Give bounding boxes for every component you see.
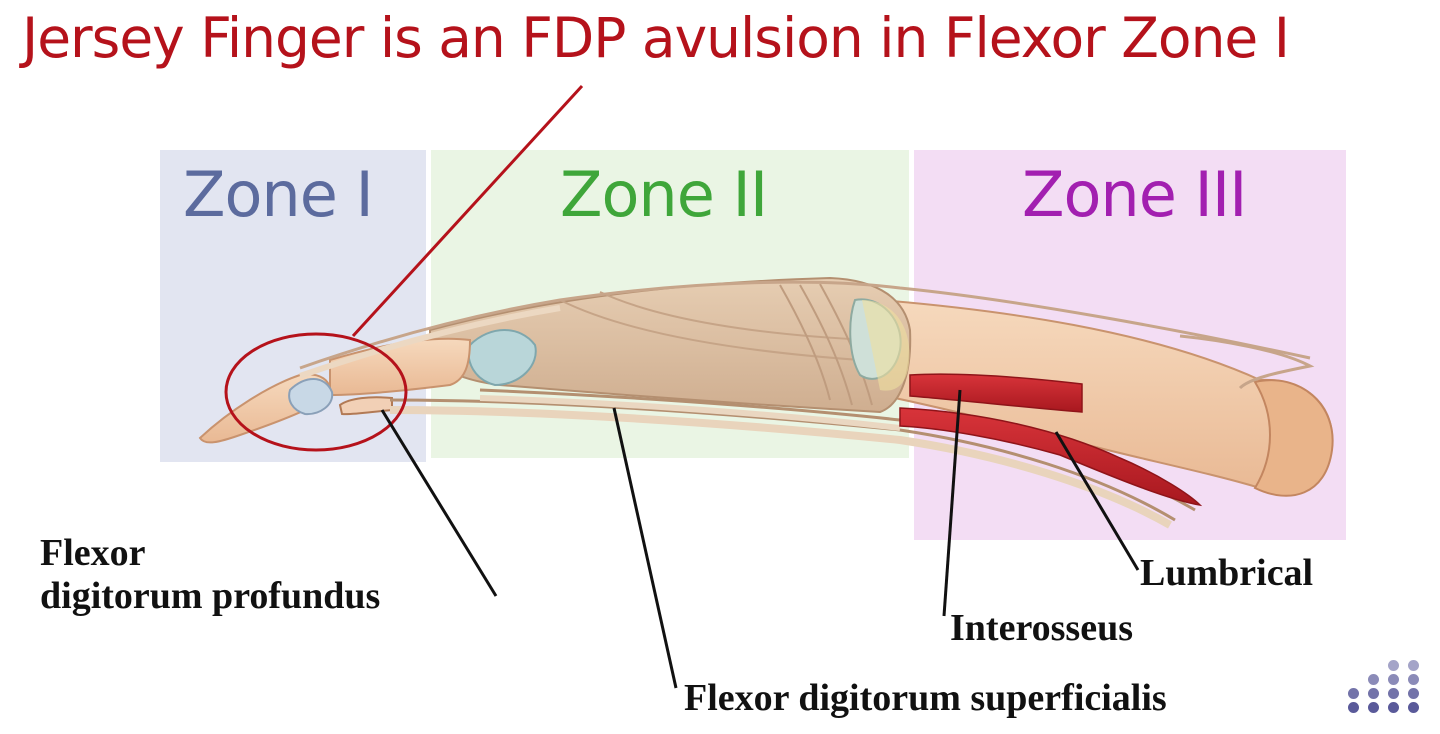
logo-dot (1368, 674, 1379, 685)
extensor-tendon (299, 280, 1311, 370)
zone-2-label: Zone II (560, 158, 768, 231)
logo-dot (1388, 660, 1399, 671)
diagram-title: Jersey Finger is an FDP avulsion in Flex… (22, 6, 1290, 70)
logo-dot (1348, 702, 1359, 713)
logo-dot (1388, 674, 1399, 685)
zone-1-highlight-ring (224, 332, 408, 452)
logo-dot (1348, 688, 1359, 699)
logo-dot (1388, 702, 1399, 713)
fdp-label-line-1: Flexor (40, 532, 146, 574)
brand-logo-icon (1340, 656, 1436, 718)
lumbrical-muscle (899, 407, 1203, 507)
interosseus-muscle (909, 373, 1083, 413)
lumbrical-leader-line (1054, 431, 1140, 571)
interosseus-label: Interosseus (950, 607, 1133, 649)
fdp-label: Flexor digitorum profundus (40, 532, 380, 617)
zone-1-label: Zone I (183, 158, 374, 231)
interosseus-leader-line (942, 389, 962, 617)
zone-3-label: Zone III (1022, 158, 1247, 231)
lumbrical-label: Lumbrical (1140, 552, 1314, 594)
logo-dot (1388, 688, 1399, 699)
logo-dot (1408, 688, 1419, 699)
fds-label: Flexor digitorum superficialis (684, 677, 1167, 719)
logo-dot (1408, 660, 1419, 671)
fds-leader-line (612, 407, 678, 689)
logo-dot (1408, 674, 1419, 685)
logo-dot (1368, 702, 1379, 713)
logo-dot (1368, 688, 1379, 699)
logo-dot (1408, 702, 1419, 713)
title-pointer-line (351, 84, 584, 338)
dip-joint (288, 378, 334, 416)
fdp-leader-line (380, 409, 498, 597)
pip-joint (467, 329, 537, 387)
metacarpal-head (1253, 379, 1334, 497)
fdp-label-line-2: digitorum profundus (40, 574, 381, 617)
